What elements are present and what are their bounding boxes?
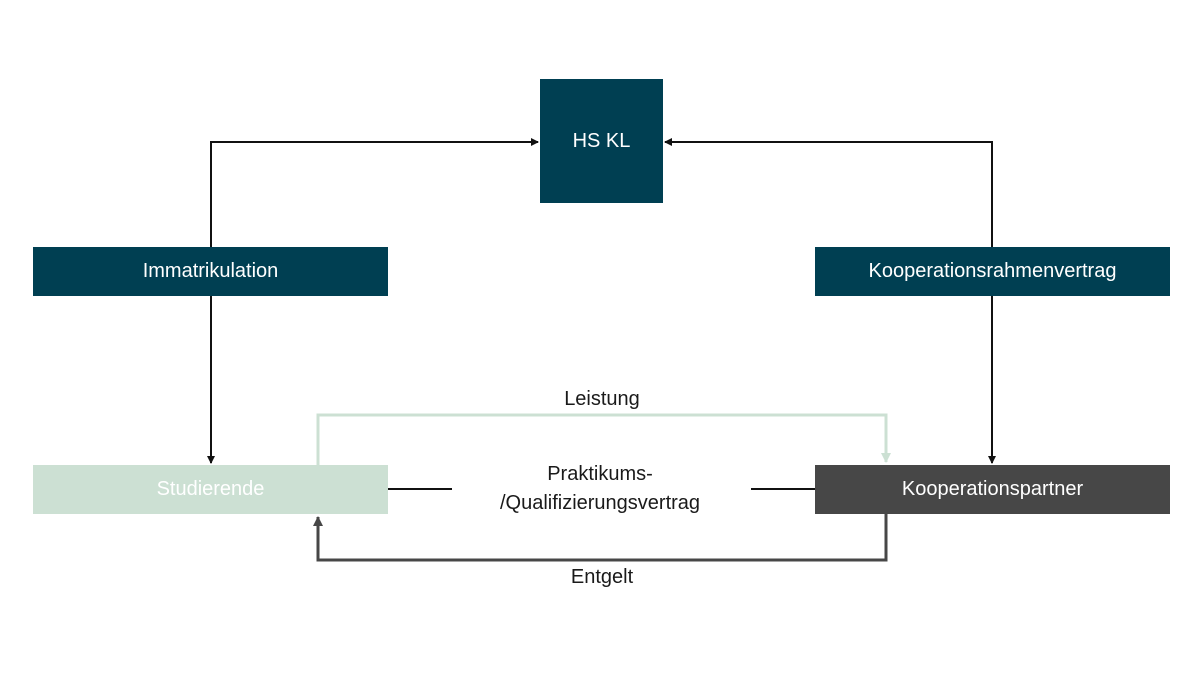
node-studierende: Studierende bbox=[33, 465, 388, 514]
node-studierende-label: Studierende bbox=[156, 478, 265, 500]
arrow-immatrikulation-to-hskl bbox=[210, 138, 539, 247]
label-vertrag-line2: /Qualifizierungsvertrag bbox=[499, 492, 701, 514]
label-leistung: Leistung bbox=[564, 388, 640, 410]
node-immatrikulation-label: Immatrikulation bbox=[142, 260, 279, 282]
label-vertrag: Praktikums- /Qualifizierungsvertrag bbox=[455, 460, 745, 518]
arrow-entgelt bbox=[313, 514, 888, 562]
node-kooperationspartner: Kooperationspartner bbox=[815, 465, 1170, 514]
node-hs-kl: HS KL bbox=[540, 79, 663, 203]
node-kooperationsrahmenvertrag-label: Kooperationsrahmenvertrag bbox=[868, 260, 1117, 282]
arrow-leistung bbox=[316, 413, 891, 465]
node-kooperationspartner-label: Kooperationspartner bbox=[901, 478, 1084, 500]
arrow-rahmenvertrag-to-hskl bbox=[664, 138, 993, 247]
node-immatrikulation: Immatrikulation bbox=[33, 247, 388, 296]
label-vertrag-line1: Praktikums- bbox=[547, 463, 653, 485]
node-hs-kl-label: HS KL bbox=[572, 129, 631, 152]
label-entgelt: Entgelt bbox=[570, 566, 634, 588]
node-kooperationsrahmenvertrag: Kooperationsrahmenvertrag bbox=[815, 247, 1170, 296]
